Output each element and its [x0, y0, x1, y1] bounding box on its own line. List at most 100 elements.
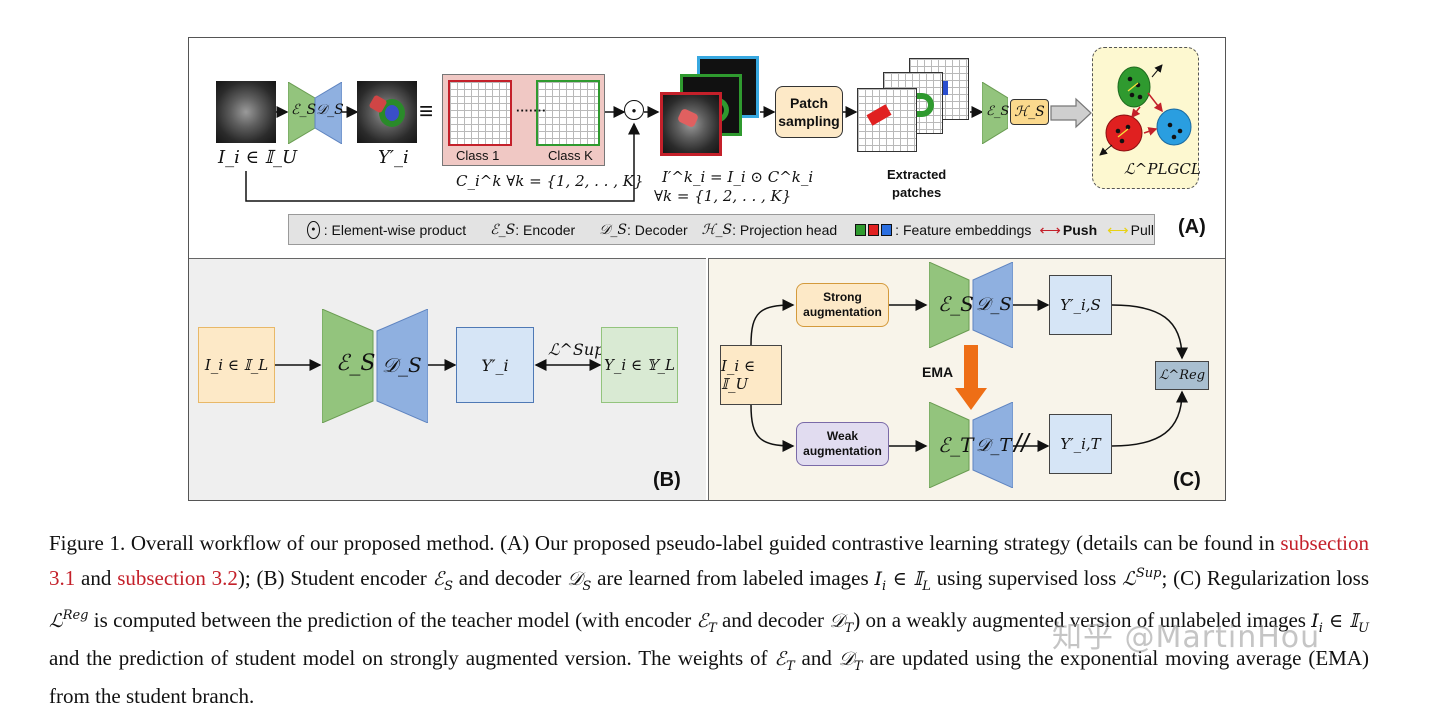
caption-math-lsup: ℒ — [1122, 567, 1136, 590]
embedding-clusters — [1099, 64, 1192, 156]
patch-sampling-line2: sampling — [778, 113, 840, 129]
caption-math-dt: 𝒟 — [829, 610, 845, 633]
patch-sampling-line1: Patch — [789, 95, 829, 111]
legend-decoder-text: : Decoder — [626, 221, 688, 238]
reg-loss-label: ℒ^Reg — [1158, 368, 1206, 383]
panel-b-loss-label: ℒ^Sup — [548, 340, 605, 359]
panel-c-input-label: I_i ∈ 𝕀_U — [721, 357, 756, 393]
class-1-label: Class 1 — [456, 148, 500, 163]
legend-embedding-text: : Feature embeddings — [895, 221, 1032, 238]
caption-math-iu: ∈ 𝕀 — [1322, 610, 1359, 633]
class-set-label: C_i^k ∀k = {1, 2, . . , K} — [456, 172, 644, 190]
weak-augmentation-box: Weak augmentation — [796, 422, 889, 466]
caption-text-2: and — [75, 565, 118, 590]
extracted-patches-line1: Extracted — [887, 167, 947, 182]
legend-embedding-icons — [855, 223, 893, 236]
panel-c-input-box: I_i ∈ 𝕀_U — [720, 345, 782, 405]
caption-math-et: ℰ — [696, 610, 709, 633]
panel-b-gt-box: Y_i ∈ 𝕐_L — [601, 327, 678, 403]
caption-text-12: and — [794, 645, 839, 670]
panel-a-pred-label: Y′_i — [378, 147, 409, 168]
caption-math-il-sub: L — [922, 578, 931, 594]
caption-math-et2-sub: T — [785, 659, 795, 675]
caption-math-ds: 𝒟 — [567, 567, 583, 590]
legend-pull-arrow-icon: ⟷ — [1107, 221, 1129, 239]
caption-math-il: ∈ 𝕀 — [886, 567, 923, 590]
projection-head-symbol: ℋ_S — [1014, 104, 1045, 120]
panel-b-pred-box: Y′_i — [456, 327, 534, 403]
caption-math-lreg: ℒ — [49, 610, 63, 633]
caption-math-et-sub: T — [708, 621, 717, 637]
caption-math-es: ℰ — [432, 567, 445, 590]
strong-aug-line1: Strong — [823, 290, 862, 304]
strong-augmentation-box: Strong augmentation — [796, 283, 889, 327]
caption-text-5: are learned from labeled images — [591, 565, 875, 590]
equivalence-symbol: ≡ — [419, 98, 434, 125]
panel-a-contrastive-encoder-symbol: ℰ_S — [986, 104, 1010, 119]
legend-odot-text: : Element-wise product — [323, 221, 467, 238]
plgcl-loss-label: ℒ^PLGCL — [1124, 160, 1201, 178]
caption-math-lsup-sup: Sup — [1135, 565, 1162, 581]
strong-aug-line2: augmentation — [803, 305, 882, 319]
panel-a-input-label: I_i ∈ 𝕀_U — [218, 147, 298, 168]
weak-aug-line2: augmentation — [803, 444, 882, 458]
student-encoder-symbol: ℰ_S — [938, 292, 974, 316]
figure-caption: Figure 1. Overall workflow of our propos… — [49, 529, 1369, 711]
panel-b-decoder-symbol: 𝒟_S — [382, 353, 422, 377]
panel-b-pred-label: Y′_i — [481, 355, 509, 375]
caption-math-lreg-sup: Reg — [62, 608, 89, 624]
weak-aug-line1: Weak — [826, 429, 859, 443]
student-decoder-symbol: 𝒟_S — [976, 294, 1012, 315]
figure-frame — [188, 37, 1226, 501]
caption-link-subsection-3-1[interactable]: subsection 3.1 — [49, 531, 1369, 590]
legend-head-symbol: ℋ_S — [701, 221, 733, 238]
caption-math-et2: ℰ — [774, 647, 786, 670]
legend-push-text: Push — [1062, 221, 1098, 238]
masked-image-range: ∀k = {1, 2, . . , K} — [654, 187, 792, 205]
caption-math-dt-sub: T — [844, 621, 854, 637]
legend-encoder-text: : Encoder — [515, 221, 576, 238]
caption-text-6: using supervised loss — [930, 565, 1123, 590]
zhihu-watermark: 知乎 @MartinHou — [1052, 620, 1321, 655]
stop-gradient-icon: // — [1014, 428, 1029, 458]
mri-prediction-image — [357, 81, 417, 143]
panel-b-tag: (B) — [653, 469, 681, 491]
projection-head-box: ℋ_S — [1010, 99, 1049, 125]
caption-text-7: ; (C) Regularization loss — [1161, 565, 1369, 590]
panel-a-decoder-symbol: 𝒟_S — [316, 102, 344, 118]
caption-math-dt2: 𝒟 — [838, 647, 854, 670]
legend-decoder-symbol: 𝒟_S — [599, 221, 627, 238]
panel-a-tag: (A) — [1178, 216, 1206, 238]
patch-grid-1 — [857, 88, 917, 152]
caption-text-8: is computed between the prediction of th… — [88, 608, 697, 633]
panel-a-legend: ● : Element-wise product ℰ_S : Encoder 𝒟… — [288, 214, 1155, 245]
caption-math-es-sub: S — [444, 578, 453, 594]
panel-b-input-label: I_i ∈ 𝕀_L — [204, 356, 269, 374]
legend-head-text: : Projection head — [732, 221, 838, 238]
caption-math-i: I — [874, 567, 882, 590]
diagram-connectors — [245, 97, 1188, 452]
reg-loss-box: ℒ^Reg — [1155, 361, 1209, 390]
class-k-matrix — [536, 80, 600, 146]
panel-b-encoder-symbol: ℰ_S — [336, 351, 376, 376]
matrix-ellipsis: ······· — [516, 103, 547, 118]
student-encoder-decoder — [929, 262, 1013, 348]
caption-math-iu-sub: U — [1358, 621, 1370, 637]
legend-odot-icon: ● — [307, 220, 320, 239]
extracted-patches-line2: patches — [892, 185, 942, 200]
panel-a-encoder-decoder — [288, 82, 342, 144]
class-k-label: Class K — [548, 148, 593, 163]
caption-math-dt2-sub: T — [853, 659, 863, 675]
student-pred-box: Y′_i,S — [1049, 275, 1112, 335]
legend-pull-text: Pull — [1130, 221, 1154, 238]
caption-text-10: ) on a weakly augmented version of unlab… — [853, 608, 1312, 633]
caption-text-1: Figure 1. Overall workflow of our propos… — [49, 531, 1281, 555]
student-pred-label: Y′_i,S — [1060, 296, 1101, 314]
caption-math-i2: I — [1311, 610, 1319, 633]
caption-math-i-sub: i — [881, 578, 887, 594]
teacher-pred-label: Y′_i,T — [1060, 435, 1101, 453]
panel-b-gt-label: Y_i ∈ 𝕐_L — [603, 356, 675, 374]
caption-text-3: ); (B) Student encoder — [237, 565, 433, 590]
caption-link-subsection-3-2[interactable]: subsection 3.2 — [117, 565, 238, 590]
ema-label: EMA — [922, 364, 954, 380]
